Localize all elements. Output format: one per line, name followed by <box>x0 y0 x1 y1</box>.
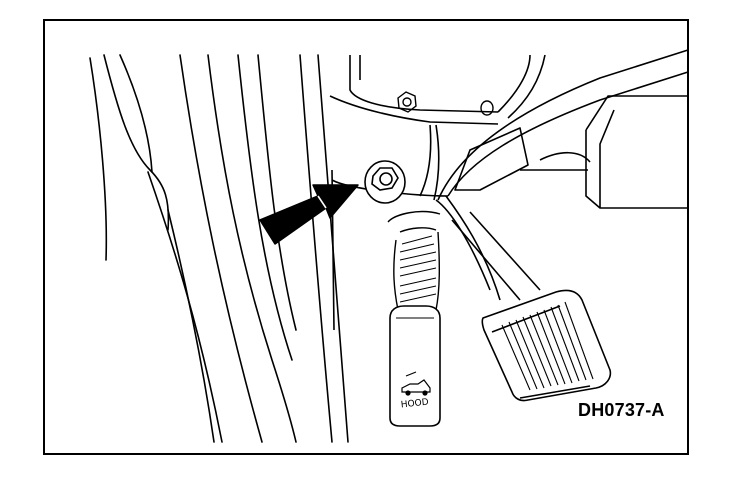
hood-release-handle: HOOD <box>389 305 441 427</box>
release-cable-grip-lines <box>399 235 437 303</box>
handle-label: HOOD <box>400 398 429 411</box>
pedal-arm <box>435 49 689 301</box>
hood-release-bolt <box>364 160 406 204</box>
brake-pedal <box>481 289 612 402</box>
figure-frame <box>43 19 689 455</box>
right-block <box>520 95 688 209</box>
release-cable-boot <box>387 210 441 311</box>
car-hood-open-icon <box>401 371 431 396</box>
callout-arrow <box>259 184 359 245</box>
brake-pedal-ribs <box>501 301 594 391</box>
callout-arrow-highlight <box>317 195 327 209</box>
upper-nut <box>397 91 494 116</box>
figure-id-label: DH0737-A <box>578 400 665 420</box>
dash-bracket <box>329 54 546 331</box>
door-pillar-lines <box>89 54 349 443</box>
